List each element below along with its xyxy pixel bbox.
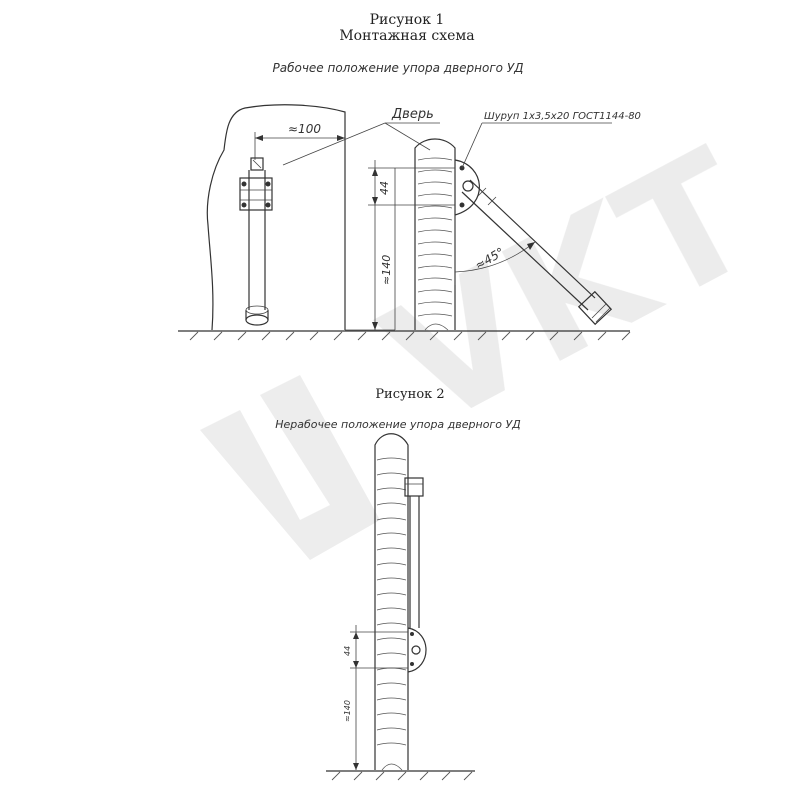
figure1-screw-label: Шуруп 1х3,5х20 ГОСТ1144-80 [461, 111, 641, 169]
figure2-title: Рисунок 2 [375, 387, 444, 402]
figure2-door-leaf [374, 433, 409, 771]
figure1-door-leaf [414, 138, 456, 331]
door-label: Дверь [391, 107, 434, 122]
figure1-door-label: Дверь [282, 107, 440, 166]
figure1-dimension-100: ≈100 [254, 122, 345, 160]
figure1-door-stop [454, 159, 613, 326]
fig2-dim-44-label: 44 [343, 646, 352, 656]
dim-140-label: ≈140 [380, 255, 393, 285]
figure1-floor [178, 330, 631, 341]
fig2-dim-140-label: ≈140 [343, 700, 352, 722]
figure1-dimension-vertical: 44 ≈140 [368, 160, 455, 330]
figure1-title: Рисунок 1 [370, 12, 445, 28]
dim-100-label: ≈100 [288, 122, 321, 136]
figure2-dimension-vertical: 44 ≈140 [343, 625, 408, 770]
figure2-floor [326, 770, 475, 781]
figure1-caption: Рабочее положение упора дверного УД [272, 61, 523, 75]
figure1-wall-stop [239, 157, 273, 326]
figure1-subtitle: Монтажная схема [339, 28, 474, 44]
watermark: VKT [200, 113, 784, 560]
screw-label: Шуруп 1х3,5х20 ГОСТ1144-80 [484, 111, 641, 122]
figure2-caption: Нерабочее положение упора дверного УД [275, 418, 521, 431]
figure2-door-stop [404, 477, 427, 673]
watermark-text: VKT [356, 113, 784, 466]
dim-44-label: 44 [378, 181, 391, 195]
figure1-wall [206, 104, 396, 331]
